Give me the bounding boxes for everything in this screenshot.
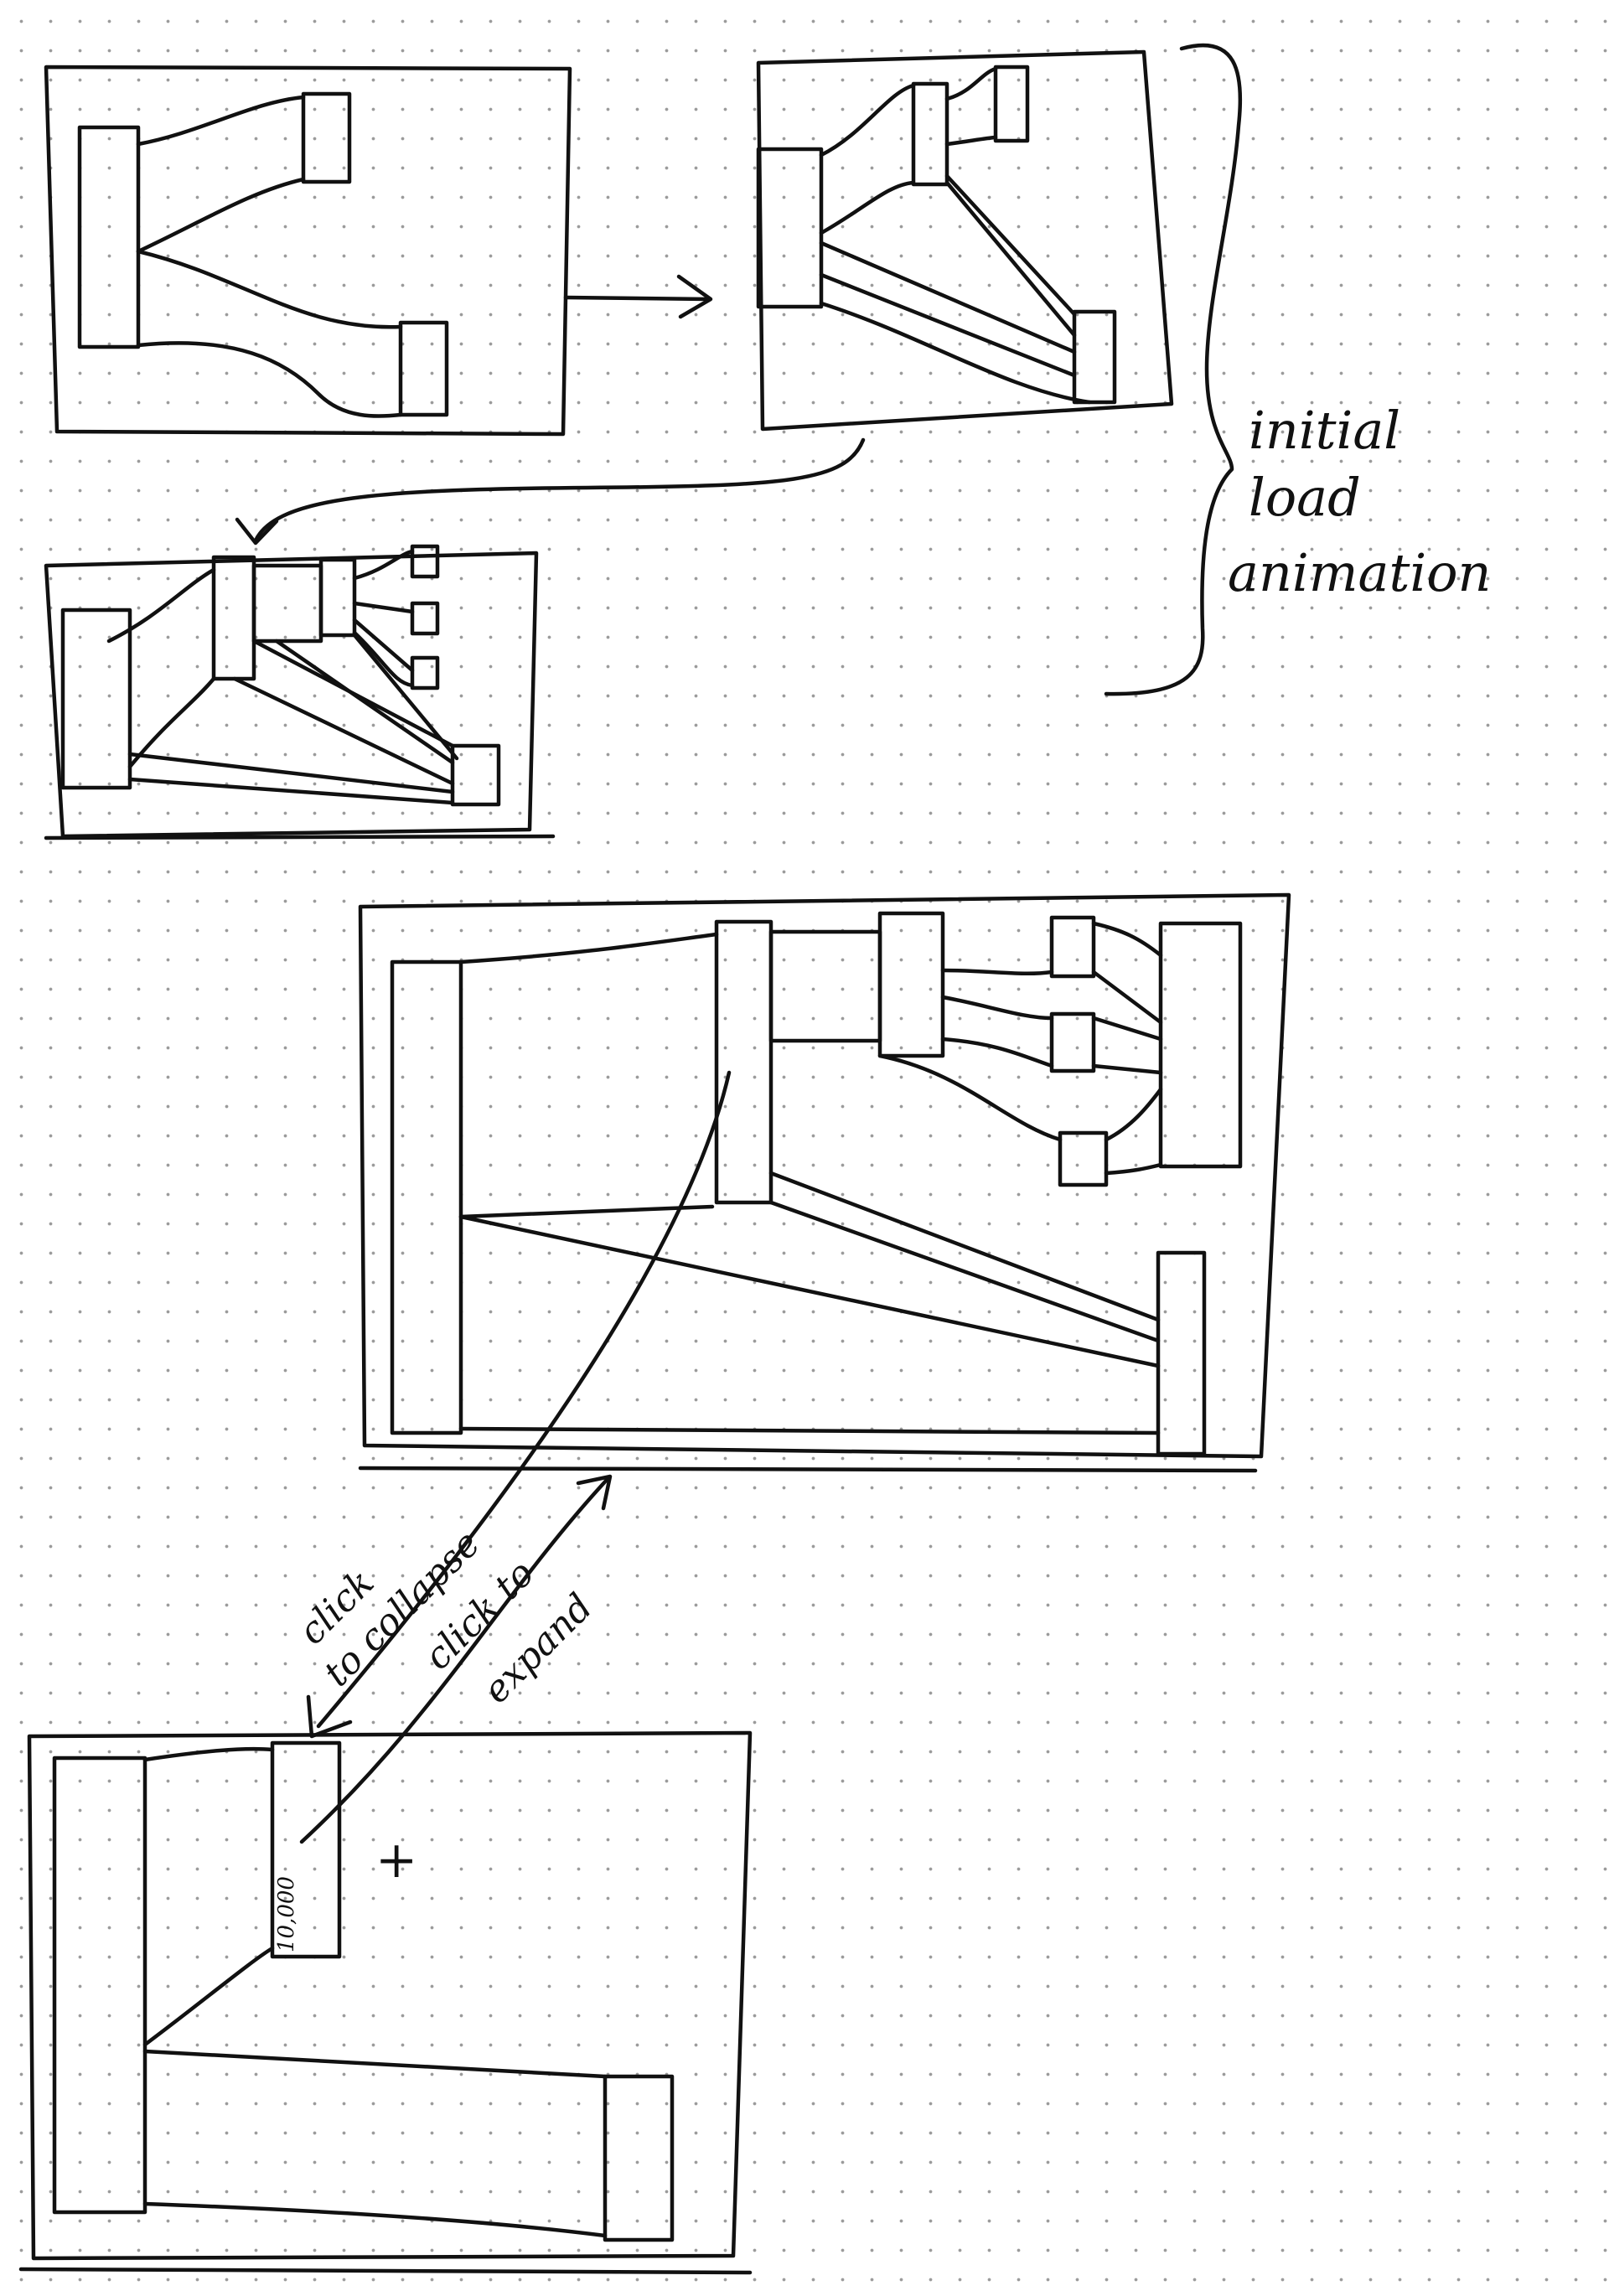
sankey-node [412,546,437,577]
sankey-link [947,137,996,144]
flow-arrow [566,277,711,317]
sankey-node [1158,1253,1204,1454]
sankey-node [771,932,880,1041]
sankey-node [996,67,1027,141]
collapse-arrow-head [308,1697,350,1736]
collapsed-node-value: 10,000 [274,1876,299,1952]
sankey-node [412,603,437,633]
sankey-link [145,2204,605,2236]
sankey-node [80,127,138,347]
sankey-node [453,746,499,804]
initial-load-line-3: animation [1228,542,1491,603]
sankey-node [1052,1014,1094,1071]
sketch-panel-3 [46,546,553,838]
sketch-panel-2 [758,52,1172,429]
sankey-link [138,179,303,251]
sankey-node [321,560,354,635]
sankey-node [303,94,349,182]
sankey-node [54,1758,145,2212]
sankey-node [880,913,943,1056]
sankey-link [461,1217,1158,1366]
sankey-link [943,997,1052,1018]
sankey-node [605,2076,672,2240]
sankey-link [771,1202,1158,1341]
flow-arrow [237,440,863,543]
sankey-node [214,557,254,679]
sankey-link [1106,1089,1161,1140]
sankey-link [354,635,457,758]
sankey-link [1094,923,1161,955]
sankey-link [130,679,214,767]
sankey-node [1052,918,1094,976]
initial-load-line-2: load [1249,467,1361,528]
sankey-link [354,633,412,685]
sankey-link [947,176,1074,314]
sankey-node [1060,1133,1106,1185]
sankey-link [130,779,453,803]
sankey-link [145,1749,272,1760]
sankey-node [401,323,447,415]
sankey-link [235,679,453,783]
sankey-link [109,570,214,641]
sankey-link [138,97,303,144]
sankey-link [138,251,401,327]
sankey-link [138,343,401,416]
sankey-link [1094,1018,1161,1039]
sankey-node [1161,923,1240,1166]
sankey-link [943,1039,1052,1066]
sankey-node [717,922,771,1202]
sankey-link [461,1429,1158,1433]
expand-cursor-plus: + [375,1831,417,1890]
initial-load-line-1: initial [1249,400,1400,461]
sankey-node [412,658,437,688]
sankey-node [392,962,461,1433]
sankey-node [758,149,821,307]
sankey-link [943,970,1052,974]
sankey-node [913,84,947,184]
sankey-link [821,303,1089,402]
sankey-link [821,243,1074,352]
sankey-node [1074,312,1115,402]
sankey-link [821,85,913,155]
sketch-panel-1 [46,67,570,434]
initial-load-annotation: initial load animation [1106,45,1491,694]
collapse-expand-arrows: click to collapse click to expand [291,1073,729,1842]
sketch-panel-5: 10,000 + [21,1733,750,2273]
sankey-link [145,1948,272,2045]
sankey-link [145,2051,605,2076]
sankey-link [947,69,996,99]
sankey-node [254,566,321,641]
sketch-panel-4 [360,895,1289,1471]
sankey-link [947,183,1074,335]
sankey-link [461,934,717,962]
sankey-link [771,1173,1158,1320]
sankey-link [1094,972,1161,1022]
sankey-link [1106,1165,1161,1173]
sankey-link [354,603,412,612]
sankey-link [880,1056,1060,1140]
sankey-link [821,183,913,233]
sankey-link [1094,1066,1161,1073]
